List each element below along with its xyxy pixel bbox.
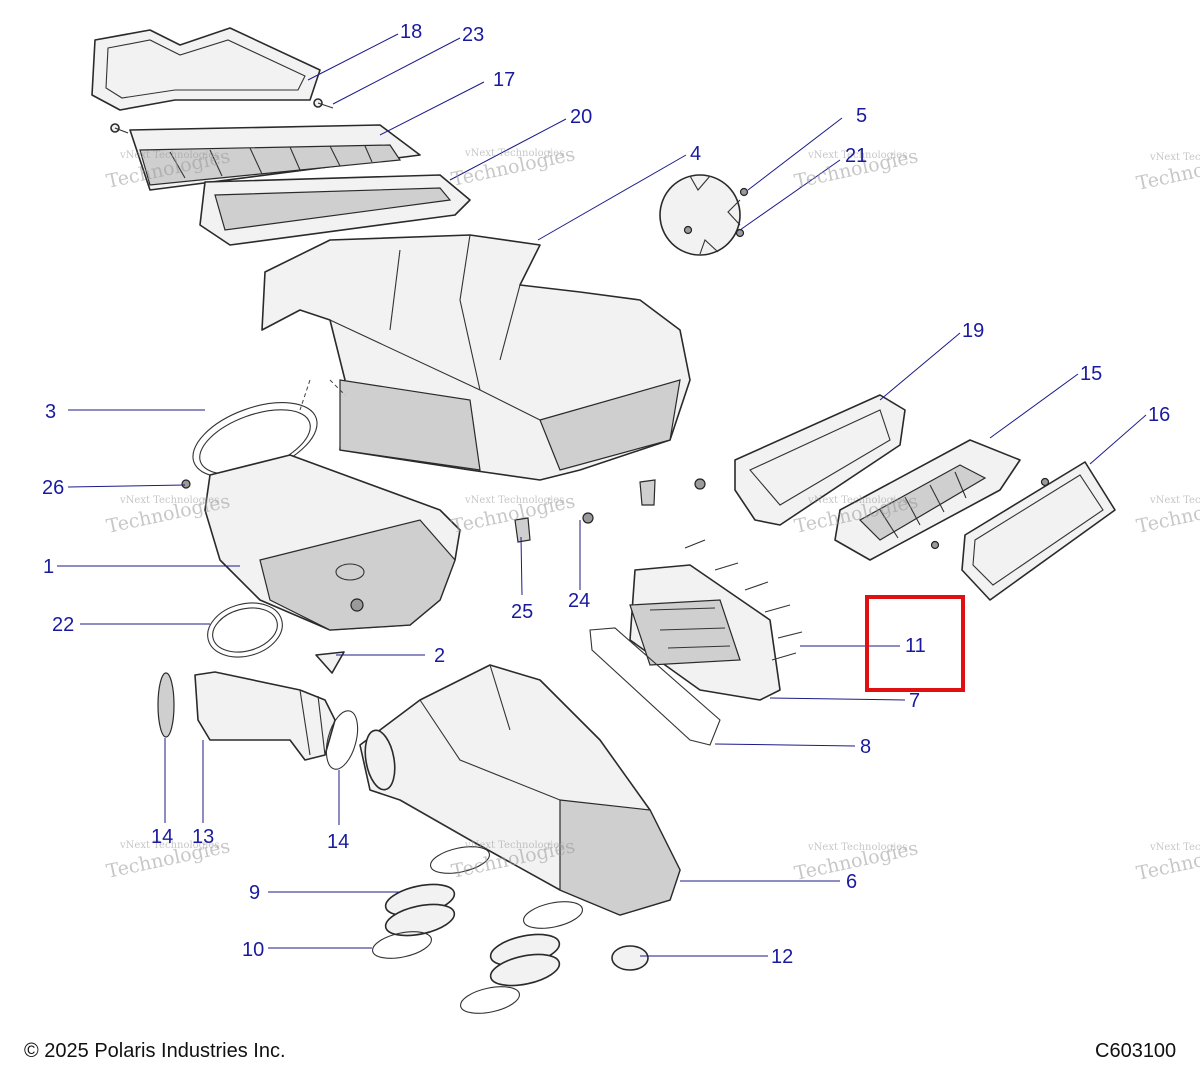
svg-text:vNext Technologies: vNext Technologies [1149, 495, 1200, 506]
callout-16[interactable]: 16 [1148, 404, 1170, 426]
part-26-screw[interactable] [181, 479, 191, 489]
callout-labels: 18 23 17 20 4 5 21 3 26 1 22 2 25 24 19 … [42, 21, 1170, 968]
highlight-box-part-11 [865, 595, 965, 692]
callout-9[interactable]: 9 [249, 882, 260, 904]
part-19-frame[interactable] [734, 394, 906, 526]
callout-10[interactable]: 10 [242, 939, 264, 961]
svg-text:vNext Technologies: vNext Technologies [807, 495, 907, 506]
svg-text:vNext Technologies: vNext Technologies [464, 148, 564, 159]
part-1-inlet-duct[interactable] [204, 454, 461, 631]
part-11-screws[interactable] [684, 539, 803, 661]
part-12-cap[interactable] [611, 945, 649, 971]
watermark-2: vNext Technologies Technologies [449, 143, 577, 191]
copyright-text: © 2025 Polaris Industries Inc. [24, 1040, 286, 1062]
callout-7[interactable]: 7 [909, 690, 920, 712]
leader-lines [57, 33, 1147, 957]
part-21-round-cover[interactable] [659, 174, 741, 256]
part-2-plug[interactable] [315, 651, 345, 674]
part-17-upper-duct[interactable] [110, 98, 421, 191]
watermark-12: vNext Technologies Technologies [1134, 837, 1200, 885]
part-16-gasket[interactable] [930, 461, 1116, 601]
callout-14-right[interactable]: 14 [327, 831, 349, 853]
svg-text:vNext Technologies: vNext Technologies [1149, 842, 1200, 853]
callout-3[interactable]: 3 [45, 401, 56, 423]
watermark-8: vNext Technologies Technologies [1134, 490, 1200, 538]
part-25-clips[interactable] [514, 479, 656, 543]
callout-25[interactable]: 25 [511, 601, 533, 623]
part-8-gasket[interactable] [589, 627, 721, 746]
part-10-clamps[interactable] [370, 842, 585, 1018]
svg-text:vNext Technologies: vNext Technologies [119, 840, 219, 851]
part-15-filter[interactable] [834, 439, 1021, 561]
callout-26[interactable]: 26 [42, 477, 64, 499]
callout-21[interactable]: 21 [845, 145, 867, 167]
callout-17[interactable]: 17 [493, 69, 515, 91]
callout-20[interactable]: 20 [570, 106, 592, 128]
callout-1[interactable]: 1 [43, 556, 54, 578]
callout-8[interactable]: 8 [860, 736, 871, 758]
callout-23[interactable]: 23 [462, 24, 484, 46]
callout-12[interactable]: 12 [771, 946, 793, 968]
callout-24[interactable]: 24 [568, 590, 590, 612]
callout-22[interactable]: 22 [52, 614, 74, 636]
part-9-boots[interactable] [383, 879, 562, 991]
watermark-6: vNext Technologies Technologies [449, 490, 577, 538]
callout-14-left[interactable]: 14 [151, 826, 173, 848]
watermark-4: vNext Technologies Technologies [1134, 147, 1200, 195]
callout-15[interactable]: 15 [1080, 363, 1102, 385]
part-4-airbox-cover[interactable] [261, 234, 691, 481]
callout-19[interactable]: 19 [962, 320, 984, 342]
callout-18[interactable]: 18 [400, 21, 422, 43]
part-7-filter-housing[interactable] [629, 564, 781, 701]
svg-text:vNext Technologies: vNext Technologies [119, 495, 219, 506]
diagram-id: C603100 [1095, 1040, 1176, 1062]
svg-text:vNext Technologies: vNext Technologies [119, 150, 219, 161]
part-20-rect-duct[interactable] [199, 174, 471, 246]
svg-text:vNext Technologies: vNext Technologies [464, 840, 564, 851]
callout-4[interactable]: 4 [690, 143, 701, 165]
callout-13[interactable]: 13 [192, 826, 214, 848]
callout-6[interactable]: 6 [846, 871, 857, 893]
part-6-lower-airbox[interactable] [359, 664, 681, 916]
svg-text:vNext Technologies: vNext Technologies [807, 842, 907, 853]
part-24-bolts[interactable] [582, 478, 706, 524]
callout-11[interactable]: 11 [905, 635, 926, 657]
callout-5[interactable]: 5 [856, 105, 867, 127]
part-14-ring-left[interactable] [157, 672, 175, 738]
part-13-boot[interactable] [194, 671, 336, 761]
part-22-band-clamp[interactable] [202, 595, 289, 665]
callout-2[interactable]: 2 [434, 645, 445, 667]
part-14-ring-right[interactable] [321, 707, 364, 772]
svg-text:vNext Technologies: vNext Technologies [1149, 152, 1200, 163]
svg-text:vNext Technologies: vNext Technologies [807, 150, 907, 161]
part-18-gasket[interactable] [91, 27, 321, 111]
svg-text:vNext Technologies: vNext Technologies [464, 495, 564, 506]
